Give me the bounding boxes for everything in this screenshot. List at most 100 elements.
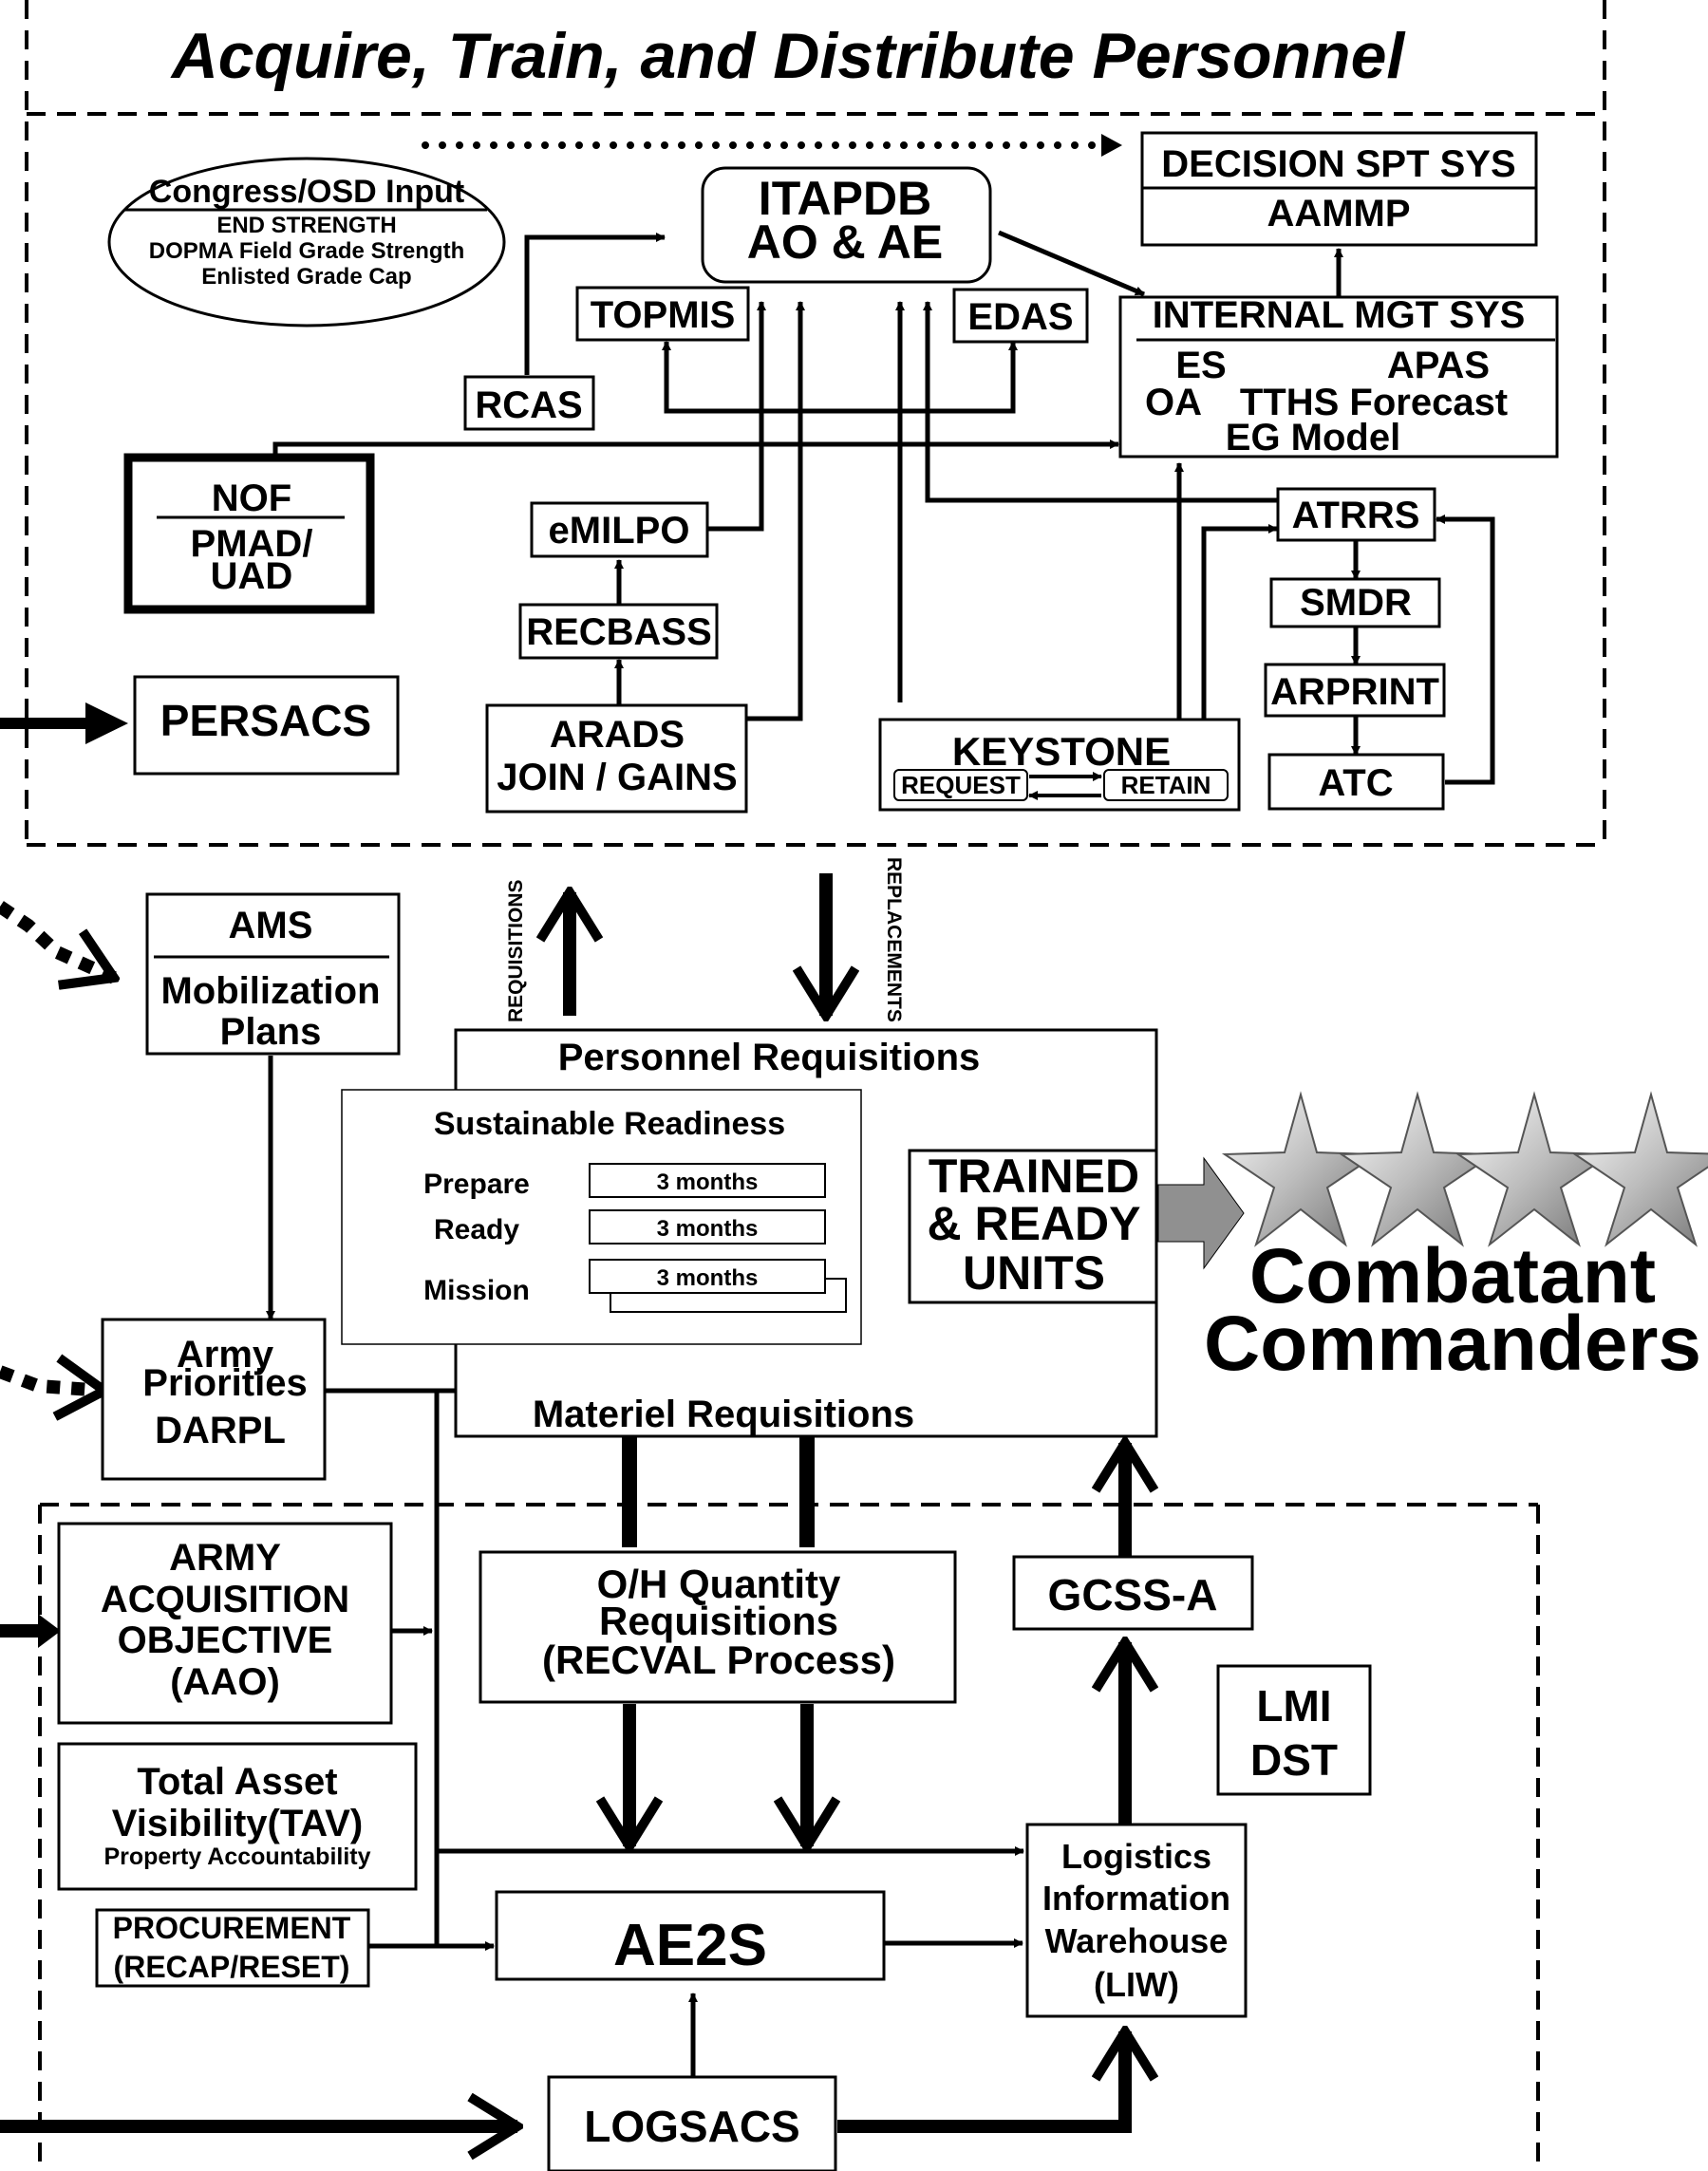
atc-box: ATC: [1267, 753, 1445, 811]
combatant-line2: Commanders: [1204, 1301, 1701, 1387]
army-priorities-line3: DARPL: [155, 1410, 286, 1451]
internal-title: INTERNAL MGT SYS: [1153, 294, 1526, 336]
congress-ellipse: Congress/OSD Input END STRENGTH DOPMA Fi…: [107, 157, 506, 328]
liw-line2: Information: [1042, 1879, 1230, 1918]
keystone-retain-label: RETAIN: [1121, 771, 1211, 799]
aao-box: ARMY ACQUISITION OBJECTIVE (AAO): [57, 1522, 393, 1725]
arads-box: ARADS JOIN / GAINS: [485, 703, 748, 814]
lmi-line2: DST: [1250, 1735, 1338, 1785]
congress-line3: Enlisted Grade Cap: [201, 264, 411, 290]
aao-line4: (AAO): [170, 1661, 280, 1703]
star-icon: [1455, 1091, 1614, 1247]
arprint-label: ARPRINT: [1270, 671, 1439, 713]
tav-line2: Visibility(TAV): [112, 1803, 363, 1844]
materiel-requisitions-label: Materiel Requisitions: [533, 1394, 914, 1435]
phase-prepare-label: Prepare: [423, 1169, 530, 1200]
liw-box: Logistics Information Warehouse (LIW): [1025, 1823, 1248, 2018]
ams-line1: AMS: [229, 905, 313, 946]
phase-ready-duration: 3 months: [657, 1216, 759, 1242]
atrrs-label: ATRRS: [1292, 495, 1420, 536]
keystone-title: KEYSTONE: [952, 729, 1171, 774]
combatant-line1: Combatant: [1249, 1233, 1656, 1319]
decision-spt-box: DECISION SPT SYS AAMMP: [1140, 131, 1538, 247]
internal-oa: OA: [1145, 382, 1202, 423]
lmi-line1: LMI: [1256, 1681, 1331, 1731]
topmis-label: TOPMIS: [591, 294, 736, 336]
atc-label: ATC: [1318, 762, 1393, 804]
phase-prepare-bar: [589, 1163, 826, 1198]
oh-line1: O/H Quantity: [597, 1562, 841, 1606]
trained-line1: TRAINED: [929, 1150, 1139, 1203]
oh-quantity-box: O/H Quantity Requisitions (RECVAL Proces…: [479, 1550, 957, 1704]
internal-apas: APAS: [1387, 345, 1490, 386]
keystone-request: [893, 769, 1028, 801]
arads-line2: JOIN / GAINS: [497, 757, 737, 798]
aao-line2: ACQUISITION: [101, 1579, 349, 1620]
edas-label: EDAS: [967, 296, 1073, 338]
gcss-label: GCSS-A: [1048, 1570, 1218, 1619]
army-priorities-line2: Priorities: [142, 1362, 307, 1404]
star-icon: [1571, 1091, 1708, 1247]
itapdb-box: ITAPDB AO & AE: [701, 166, 992, 284]
gcss-box: GCSS-A: [1012, 1555, 1254, 1631]
oh-line2: Requisitions: [599, 1599, 838, 1643]
keystone-retain: [1103, 769, 1229, 801]
procurement-line1: PROCUREMENT: [113, 1911, 351, 1945]
liw-line3: Warehouse: [1045, 1921, 1229, 1960]
personnel-requisitions-label: Personnel Requisitions: [558, 1037, 981, 1078]
readiness-title: Sustainable Readiness: [434, 1106, 785, 1142]
sustainable-readiness-panel: Sustainable Readiness Prepare 3 months R…: [341, 1089, 862, 1345]
keystone-request-label: REQUEST: [901, 771, 1021, 799]
rcas-label: RCAS: [475, 384, 582, 426]
internal-es: ES: [1175, 345, 1226, 386]
ams-box: AMS Mobilization Plans: [145, 892, 401, 1056]
star-icon: [1221, 1091, 1380, 1247]
page-title: Acquire, Train, and Distribute Personnel: [170, 20, 1407, 92]
congress-line2: DOPMA Field Grade Strength: [149, 238, 464, 264]
trained-line2: & READY: [927, 1197, 1140, 1250]
tav-line1: Total Asset: [137, 1761, 337, 1803]
congress-title: Congress/OSD Input: [149, 174, 464, 210]
phase-ready-label: Ready: [434, 1214, 519, 1245]
phase-mission-label: Mission: [423, 1275, 530, 1306]
recbass-label: RECBASS: [526, 611, 712, 653]
emilpo-box: eMILPO: [530, 501, 709, 558]
arprint-box: ARPRINT: [1264, 663, 1446, 718]
phase-mission-duration: 3 months: [657, 1265, 759, 1291]
procurement-box: PROCUREMENT (RECAP/RESET): [95, 1908, 370, 1988]
replacements-label: REPLACEMENTS: [883, 857, 905, 1022]
ams-line2: Mobilization: [160, 970, 380, 1012]
ae2s-box: AE2S: [495, 1890, 886, 1981]
ae2s-label: AE2S: [613, 1913, 767, 1978]
decision-line1: DECISION SPT SYS: [1161, 143, 1515, 185]
internal-tths: TTHS Forecast: [1240, 382, 1508, 423]
oh-line3: (RECVAL Process): [542, 1638, 895, 1682]
trained-ready-box: TRAINED & READY UNITS: [908, 1149, 1158, 1304]
stars: [1221, 1091, 1708, 1247]
keystone-box: KEYSTONE REQUEST RETAIN: [878, 718, 1241, 812]
procurement-line2: (RECAP/RESET): [114, 1950, 350, 1984]
liw-line4: (LIW): [1094, 1965, 1179, 2004]
lmi-dst-box: LMI DST: [1216, 1664, 1372, 1796]
army-priorities-line1: Army: [177, 1334, 274, 1376]
atrrs-box: ATRRS: [1276, 487, 1436, 542]
internal-mgt-box: INTERNAL MGT SYS ES APAS OA TTHS Forecas…: [1118, 294, 1559, 459]
edas-box: EDAS: [952, 288, 1089, 344]
smdr-box: SMDR: [1269, 577, 1441, 628]
congress-line1: END STRENGTH: [216, 213, 396, 238]
logsacs-box: LOGSACS: [547, 2075, 837, 2171]
topmis-box: TOPMIS: [575, 286, 750, 342]
nof-line1: NOF: [212, 477, 291, 519]
phase-mission-bar: [589, 1259, 826, 1294]
nof-box: NOF PMAD/ UAD: [123, 453, 375, 614]
internal-eg: EG Model: [1226, 417, 1400, 459]
connectors: [266, 134, 1495, 2077]
nof-line3: UAD: [211, 555, 293, 597]
requisitions-label: REQUISITIONS: [505, 879, 527, 1022]
aao-line3: OBJECTIVE: [118, 1619, 333, 1661]
ams-line3: Plans: [220, 1011, 322, 1053]
phase-ready-bar: [589, 1209, 826, 1245]
aao-line1: ARMY: [169, 1537, 281, 1579]
